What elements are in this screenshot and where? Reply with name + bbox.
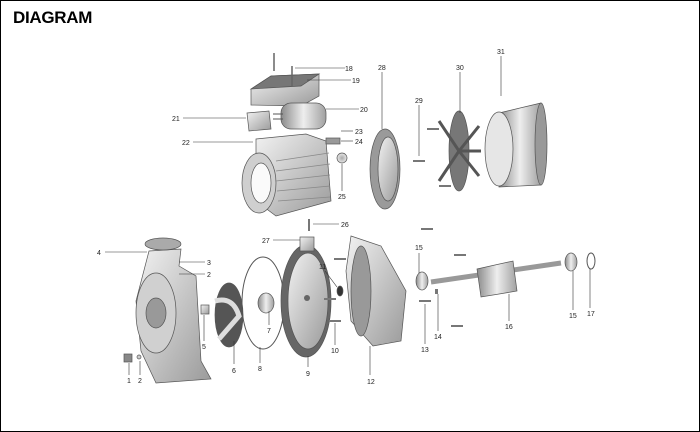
label-21: 21	[172, 116, 180, 123]
label-1: 1	[127, 378, 131, 385]
motor-rear-bracket	[369, 128, 401, 210]
fan	[437, 110, 481, 192]
wave-washer	[586, 252, 596, 270]
label-15-front: 15	[415, 245, 423, 252]
washer	[336, 285, 344, 297]
label-6: 6	[232, 368, 236, 375]
label-27: 27	[262, 238, 270, 245]
label-23: 23	[355, 129, 363, 136]
label-9: 9	[306, 371, 310, 378]
label-7: 7	[267, 328, 271, 335]
drain-plug	[123, 353, 142, 363]
label-2-upper: 2	[207, 272, 211, 279]
label-15-rear: 15	[569, 313, 577, 320]
label-30: 30	[456, 65, 464, 72]
label-12: 12	[367, 379, 375, 386]
label-26: 26	[341, 222, 349, 229]
label-29: 29	[415, 98, 423, 105]
screws-top	[273, 53, 293, 86]
fan-cover	[484, 102, 548, 188]
bolts-bracket	[419, 228, 466, 327]
label-4: 4	[97, 250, 101, 257]
mechanical-seal	[257, 292, 275, 314]
label-8: 8	[258, 366, 262, 373]
label-18: 18	[345, 66, 353, 73]
rear-bearing	[564, 252, 578, 272]
label-16: 16	[505, 324, 513, 331]
key	[435, 289, 438, 294]
label-19: 19	[352, 78, 360, 85]
label-10: 10	[331, 348, 339, 355]
leader-lines	[105, 56, 591, 375]
part-labels: 18 19 20 21 22 23 24 25 26 27 28 29 30 3…	[97, 49, 595, 386]
pump-cover	[280, 244, 332, 358]
label-20: 20	[360, 107, 368, 114]
diagram-title: DIAGRAM	[13, 8, 93, 27]
front-bearing	[415, 271, 429, 291]
label-5: 5	[202, 344, 206, 351]
cable-clamp	[325, 137, 341, 145]
capacitor	[273, 102, 327, 130]
label-24: 24	[355, 139, 363, 146]
label-13: 13	[421, 347, 429, 354]
label-14: 14	[434, 334, 442, 341]
bolts-motor	[308, 128, 451, 231]
label-11: 11	[319, 264, 326, 271]
impeller-nut	[200, 304, 210, 315]
terminal-box-cover	[249, 73, 321, 107]
water-deflector	[299, 236, 315, 252]
pump-casing	[135, 237, 212, 384]
rotor-shaft	[430, 260, 562, 298]
cable-gland	[336, 152, 348, 164]
impeller	[214, 282, 244, 348]
label-25: 25	[338, 194, 346, 201]
label-3: 3	[207, 260, 211, 267]
terminal-block	[246, 110, 272, 132]
bolts-pump	[324, 258, 346, 322]
label-28: 28	[378, 65, 386, 72]
label-22: 22	[182, 140, 190, 147]
label-2-lower: 2	[138, 378, 142, 385]
label-17: 17	[587, 311, 595, 318]
motor-housing	[241, 133, 332, 217]
motor-front-bracket	[345, 235, 407, 347]
label-31: 31	[497, 49, 505, 56]
